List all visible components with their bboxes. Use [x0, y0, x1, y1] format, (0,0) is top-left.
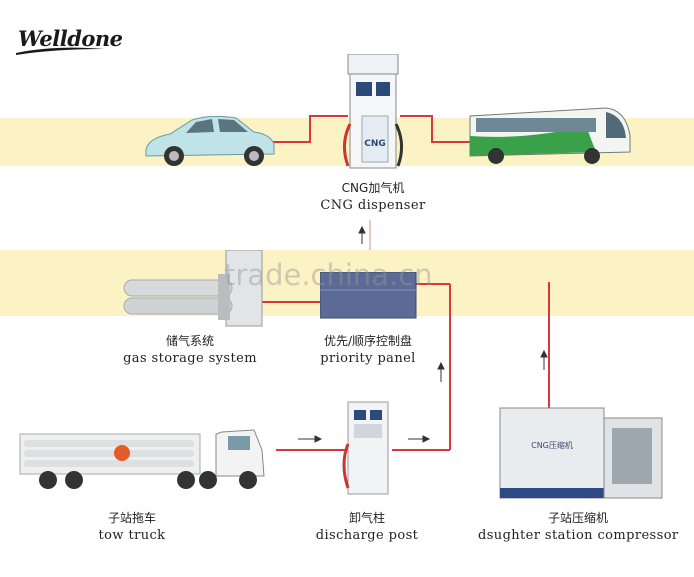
watermark: trade.china.cn [224, 258, 433, 292]
arrow-up-panel [437, 361, 445, 382]
welldone-logo: Welldone [18, 26, 123, 51]
storage-label-zh: 储气系统 [165, 334, 214, 348]
compressor-label: 子站压缩机 dsughter station compressor [478, 510, 678, 544]
tow-truck-icon [19, 429, 265, 489]
svg-text:CNG: CNG [364, 139, 386, 149]
panel-label-en: priority panel [320, 351, 416, 366]
arrow-up-compressor [540, 349, 548, 370]
post-label: 卸气柱 discharge post [312, 510, 422, 544]
discharge-post-icon [342, 401, 389, 495]
dispenser-label-en: CNG dispenser [320, 198, 426, 213]
arrow-right-post [408, 435, 431, 443]
arrow-right-truck [298, 435, 323, 443]
panel-label: 优先/顺序控制盘 priority panel [306, 333, 430, 367]
gas-storage-icon [123, 250, 263, 327]
bus-icon [469, 107, 631, 164]
priority-panel-icon [320, 272, 417, 319]
compressor-label-en: dsughter station compressor [478, 528, 679, 543]
truck-label-zh: 子站拖车 [107, 511, 156, 525]
compressor-label-zh: 子站压缩机 [547, 511, 608, 525]
line-dispenser-bus [400, 115, 470, 143]
car-icon [145, 115, 275, 166]
storage-label-en: gas storage system [123, 351, 257, 366]
logo-swoosh-icon [16, 47, 104, 55]
storage-label: 储气系统 gas storage system [120, 333, 260, 367]
panel-label-zh: 优先/顺序控制盘 [323, 334, 413, 348]
truck-label: 子站拖车 tow truck [86, 510, 178, 544]
compressor-icon: CNG压缩机 [499, 407, 663, 499]
cng-dispenser-icon: CNG [343, 54, 403, 169]
dispenser-label-zh: CNG加气机 [341, 181, 405, 195]
dispenser-label: CNG加气机 CNG dispenser [318, 180, 428, 214]
line-car-dispenser [272, 115, 348, 143]
post-label-zh: 卸气柱 [348, 511, 385, 525]
arrow-up-dispenser [358, 225, 366, 244]
svg-text:CNG压缩机: CNG压缩机 [531, 440, 573, 450]
truck-label-en: tow truck [98, 528, 166, 543]
post-label-en: discharge post [315, 528, 419, 543]
